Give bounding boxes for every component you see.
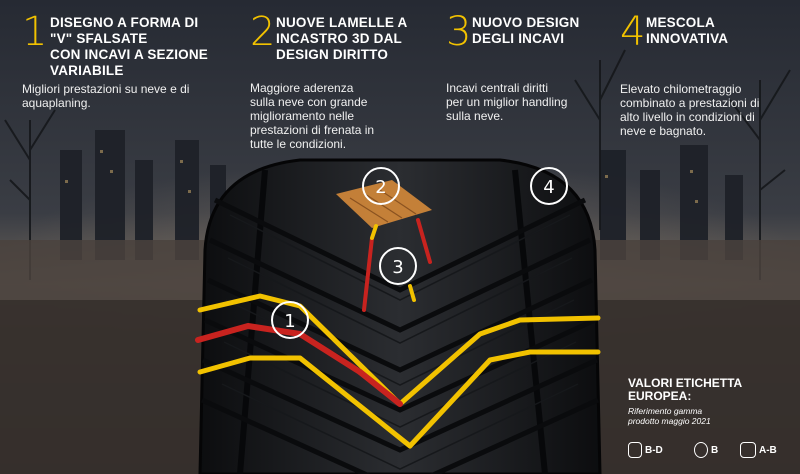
noise-rating-value: A-B (759, 444, 777, 456)
eu-label-values: B-D B A-B (628, 438, 798, 468)
feature-2-title: NUOVE LAMELLE A INCASTRO 3D DAL DESIGN D… (276, 15, 408, 62)
feature-4-description: Elevato chilometraggio combinato a prest… (620, 82, 760, 138)
feature-1-number: 1 (22, 9, 48, 55)
feature-3-number: 3 (446, 9, 472, 55)
marker-1-label: 1 (284, 311, 295, 332)
feature-1-description: Migliori prestazioni su neve e di aquapl… (22, 82, 190, 110)
marker-2-label: 2 (375, 177, 386, 198)
trees (4, 49, 791, 280)
tread-sipes (221, 214, 579, 470)
noise-icon (740, 442, 756, 458)
marker-3-label: 3 (392, 257, 403, 278)
fuel-rating: B-D (628, 442, 663, 458)
marker-4: 4 (530, 167, 568, 205)
noise-rating: A-B (740, 442, 777, 458)
eu-label-block: VALORI ETICHETTA EUROPEA: Riferimento ga… (628, 376, 793, 427)
tire (200, 160, 600, 474)
feature-4-title: MESCOLA INNOVATIVA (646, 15, 729, 46)
wet-grip-rating: B (694, 442, 718, 458)
wet-grip-rating-value: B (711, 444, 719, 456)
feature-3-title: NUOVO DESIGN DEGLI INCAVI (472, 15, 580, 46)
wet-grip-icon (694, 442, 708, 458)
feature-4-number: 4 (620, 9, 646, 55)
marker-2: 2 (362, 167, 400, 205)
marker-4-label: 4 (543, 177, 554, 198)
marker-1: 1 (271, 301, 309, 339)
feature-3-description: Incavi centrali diritti per un miglior h… (446, 81, 568, 123)
fuel-icon (628, 442, 642, 458)
marker-3: 3 (379, 247, 417, 285)
eu-label-subtitle: Riferimento gamma prodotto maggio 2021 (628, 406, 711, 426)
fuel-rating-value: B-D (645, 444, 663, 456)
groove-3-highlight (362, 218, 432, 312)
feature-1-title: DISEGNO A FORMA DI "V" SFALSATE CON INCA… (50, 15, 209, 78)
city-lights (65, 150, 698, 203)
feature-2-number: 2 (250, 9, 276, 55)
eu-label-title: VALORI ETICHETTA EUROPEA: (628, 376, 743, 403)
feature-2-description: Maggiore aderenza sulla neve con grande … (250, 81, 375, 151)
